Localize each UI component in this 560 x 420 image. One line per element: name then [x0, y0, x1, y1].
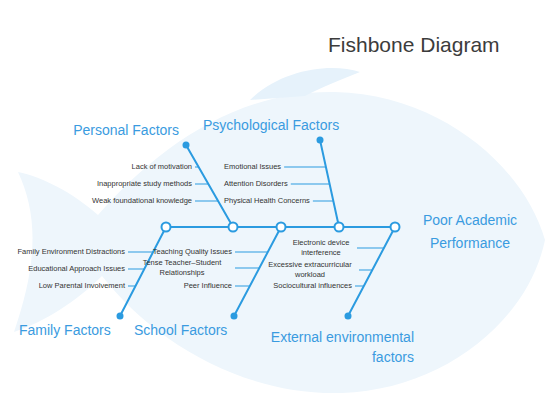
bone-end-dot	[345, 313, 352, 320]
cause-label: Attention Disorders	[224, 179, 288, 189]
leader-line	[235, 286, 250, 287]
bone-end-dot	[231, 313, 238, 320]
spine-joint	[229, 223, 238, 232]
leader-line	[357, 248, 384, 249]
leader-line	[355, 286, 364, 287]
cause-label: Electronic device interference	[288, 238, 354, 258]
cause-label: Educational Approach Issues	[28, 264, 125, 274]
cause-label: Emotional Issues	[224, 162, 281, 172]
cause-label: Sociocultural influences	[273, 281, 352, 291]
leader-line	[235, 268, 259, 269]
leader-line	[291, 184, 330, 185]
cause-label: Low Parental Involvement	[39, 281, 125, 291]
cause-label: Tense Teacher–Student Relationships	[132, 258, 232, 278]
fish-silhouette	[14, 92, 545, 393]
cause-label: Peer Influence	[184, 281, 232, 291]
spine-joint	[335, 223, 344, 232]
leader-line	[195, 184, 208, 185]
cause-label: Weak foundational knowledge	[92, 196, 192, 206]
category-label: Psychological Factors	[203, 116, 339, 134]
leader-line	[128, 286, 136, 287]
fish-fin	[250, 68, 360, 100]
spine-joint	[277, 223, 286, 232]
diagram-title: Fishbone Diagram	[328, 32, 500, 58]
cause-label: Lack of motivation	[132, 162, 192, 172]
category-label: Family Factors	[19, 321, 111, 339]
bone	[348, 227, 395, 316]
cause-label: Family Environment Distractions	[17, 247, 125, 257]
category-label: School Factors	[134, 321, 227, 339]
bone-end-dot	[117, 313, 124, 320]
leader-line	[195, 167, 199, 168]
cause-label: Teaching Quality Issues	[153, 247, 232, 257]
category-label: Personal Factors	[73, 121, 179, 139]
leader-line	[128, 269, 144, 270]
cause-label: Excessive extracurricular workload	[264, 260, 356, 280]
spine-joint	[391, 223, 400, 232]
category-label: External environmental factors	[244, 327, 414, 367]
leader-line	[313, 201, 333, 202]
leader-line	[128, 252, 153, 253]
leader-line	[235, 252, 268, 253]
spine-joint	[162, 223, 171, 232]
leader-line	[195, 201, 218, 202]
bone-end-dot	[183, 142, 190, 149]
cause-label: Inappropriate study methods	[97, 179, 192, 189]
bone	[234, 227, 281, 316]
leader-line	[284, 167, 326, 168]
effect-label: Poor Academic Performance	[412, 209, 528, 255]
cause-label: Physical Health Concerns	[224, 196, 310, 206]
bone	[120, 227, 166, 316]
bone-end-dot	[317, 137, 324, 144]
leader-line	[359, 270, 372, 271]
